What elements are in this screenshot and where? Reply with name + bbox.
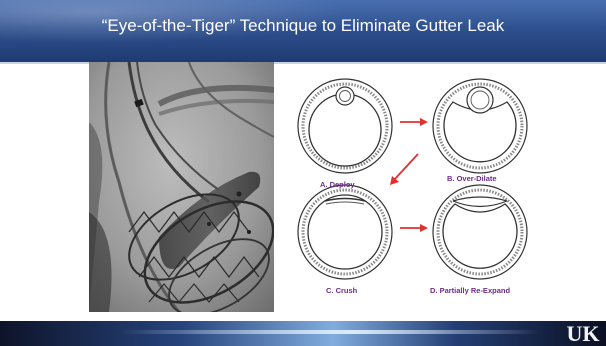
slide-title: “Eye-of-the-Tiger” Technique to Eliminat… <box>0 16 606 36</box>
technique-diagram: A. Deploy B. Over-Dilate C. Crush D. Par… <box>290 70 590 310</box>
footer-bar <box>0 321 606 346</box>
svg-text:UK: UK <box>567 322 600 344</box>
fluoroscopy-image <box>89 62 274 312</box>
technique-schematic <box>290 70 590 310</box>
caption-d-partially-re-expand: D. Partially Re-Expand <box>430 286 510 295</box>
arrow-a-to-b <box>400 118 428 126</box>
fluoroscopy-graphic <box>89 62 274 312</box>
stage-a-deploy-figure <box>298 79 392 173</box>
arrow-b-to-c <box>390 154 418 185</box>
stage-b-overdilate-figure <box>433 79 527 173</box>
footer-streak <box>120 330 540 334</box>
caption-a-deploy: A. Deploy <box>320 180 355 189</box>
uk-logo: UK <box>563 322 603 344</box>
stage-c-crush-figure <box>298 185 392 279</box>
caption-b-over-dilate: B. Over-Dilate <box>447 174 497 183</box>
title-bar: “Eye-of-the-Tiger” Technique to Eliminat… <box>0 0 606 62</box>
arrow-c-to-d <box>400 224 428 232</box>
stage-d-reexpand-figure <box>433 185 527 279</box>
caption-c-crush: C. Crush <box>326 286 357 295</box>
